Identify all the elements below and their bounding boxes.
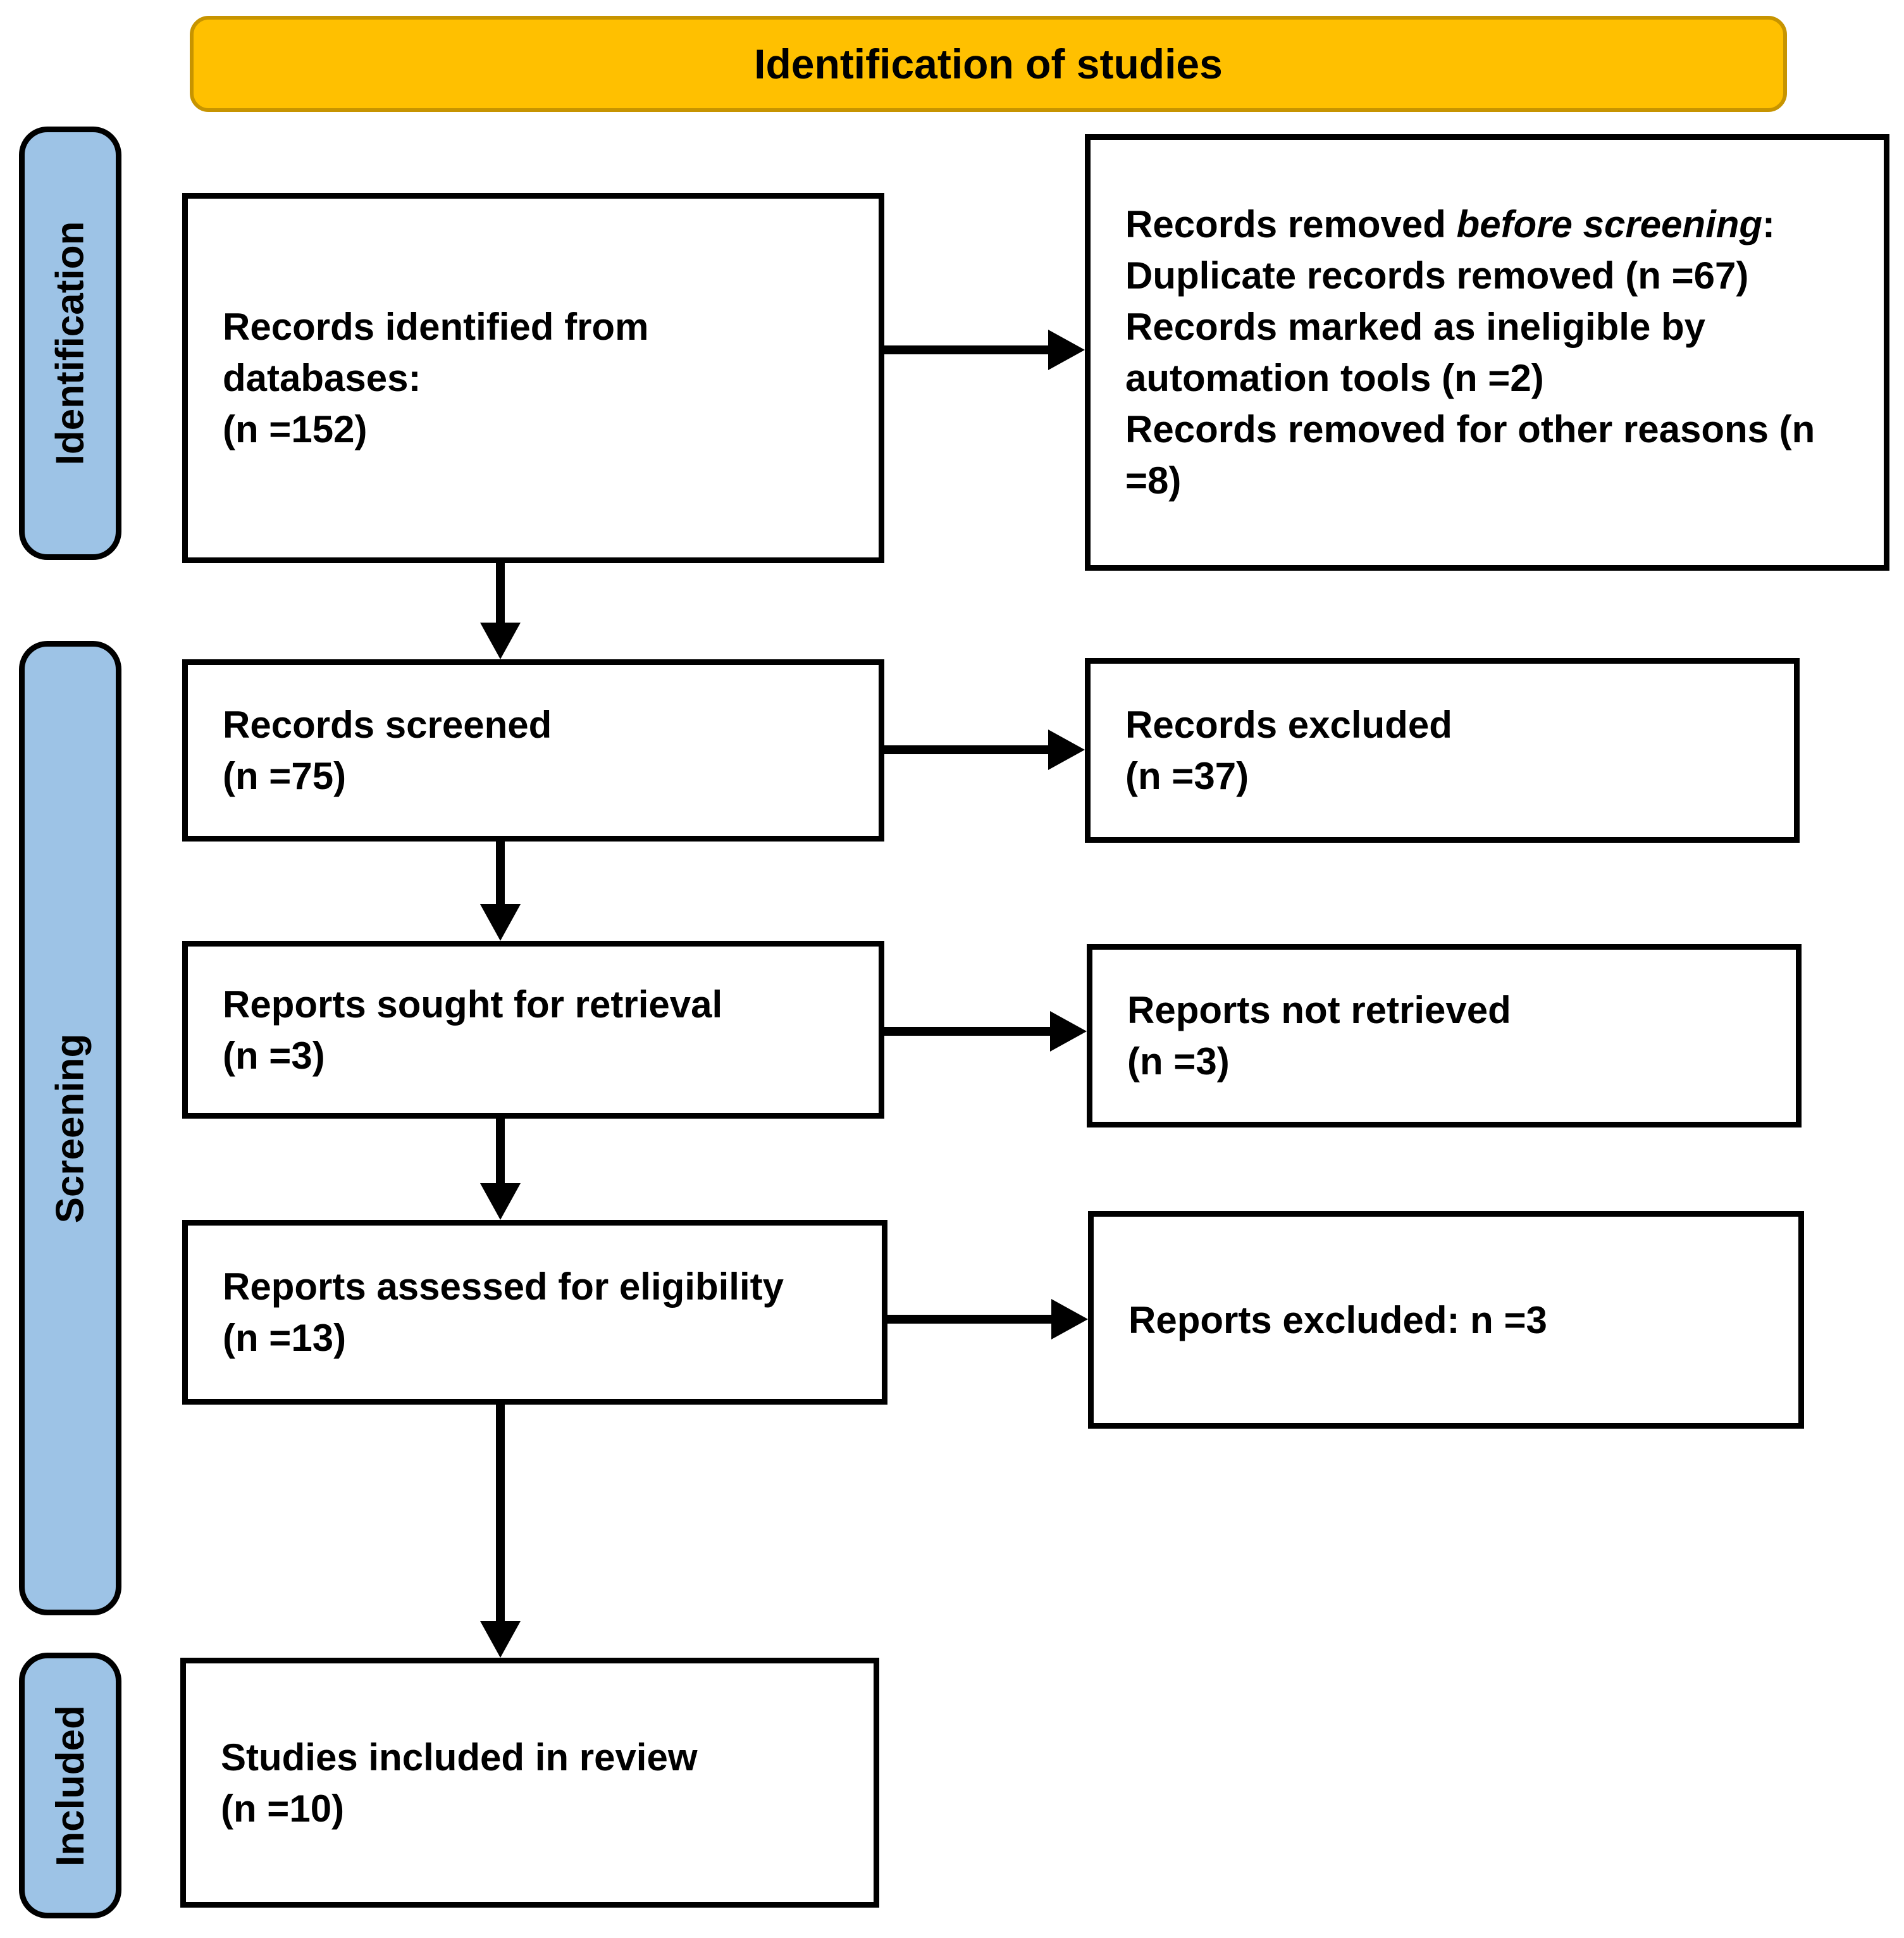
box-records-removed: Records removed before screening: Duplic… (1085, 134, 1889, 571)
box-records-screened: Records screened (n =75) (182, 659, 884, 842)
box-records-removed-line2: Duplicate records removed (n =67) (1125, 254, 1749, 297)
box-records-excluded-count: (n =37) (1125, 755, 1249, 797)
stage-label-identification-text: Identification (48, 221, 92, 466)
box-reports-not-retrieved-label: Reports not retrieved (1127, 989, 1511, 1031)
box-records-identified-label: Records identified from databases: (223, 306, 649, 399)
box-reports-excluded-label: Reports excluded: n =3 (1128, 1298, 1547, 1341)
arrow-head-icon (480, 904, 521, 941)
box-studies-included: Studies included in review (n =10) (180, 1658, 879, 1908)
arrow-head-icon (1050, 1011, 1087, 1052)
stage-label-included-text: Included (48, 1705, 92, 1867)
box-records-identified: Records identified from databases: (n =1… (182, 193, 884, 563)
stage-label-screening: Screening (19, 641, 121, 1615)
box-reports-sought-count: (n =3) (223, 1034, 325, 1077)
box-reports-sought-label: Reports sought for retrieval (223, 983, 723, 1026)
box-records-excluded-label: Records excluded (1125, 704, 1452, 746)
arrow-shaft (887, 1315, 1053, 1324)
box-records-excluded: Records excluded (n =37) (1085, 658, 1800, 843)
box-records-removed-line4: Records removed for other reasons (n =8) (1125, 408, 1815, 502)
title-banner-label: Identification of studies (754, 40, 1223, 87)
box-studies-included-count: (n =10) (221, 1787, 345, 1830)
arrow-head-icon (1051, 1299, 1088, 1339)
arrow-shaft (496, 1119, 505, 1187)
box-reports-sought: Reports sought for retrieval (n =3) (182, 941, 884, 1119)
box-reports-excluded: Reports excluded: n =3 (1088, 1211, 1804, 1429)
arrow-head-icon (480, 1621, 521, 1658)
title-banner: Identification of studies (190, 16, 1787, 112)
stage-label-screening-text: Screening (48, 1033, 92, 1223)
box-records-removed-line1: Records removed before screening: (1125, 199, 1852, 250)
arrow-shaft (496, 1405, 505, 1625)
box-studies-included-label: Studies included in review (221, 1736, 698, 1779)
arrow-shaft (496, 563, 505, 626)
arrow-head-icon (1048, 330, 1085, 370)
stage-label-included: Included (19, 1653, 121, 1918)
stage-label-identification: Identification (19, 127, 121, 560)
arrow-shaft (884, 345, 1050, 354)
box-reports-assessed: Reports assessed for eligibility (n =13) (182, 1220, 887, 1405)
box-reports-assessed-count: (n =13) (223, 1317, 347, 1359)
arrow-head-icon (1048, 730, 1085, 770)
box-records-screened-count: (n =75) (223, 755, 347, 797)
arrow-shaft (884, 1027, 1052, 1036)
box-records-screened-label: Records screened (223, 704, 552, 746)
records-removed-line1-suffix: : (1762, 203, 1776, 245)
arrow-head-icon (480, 623, 521, 659)
records-removed-line1-prefix: Records removed (1125, 203, 1457, 245)
box-reports-assessed-label: Reports assessed for eligibility (223, 1265, 784, 1308)
arrow-shaft (496, 842, 505, 908)
box-reports-not-retrieved: Reports not retrieved (n =3) (1087, 944, 1802, 1127)
box-reports-not-retrieved-count: (n =3) (1127, 1040, 1230, 1083)
box-records-removed-line3: Records marked as ineligible by automati… (1125, 306, 1706, 399)
arrow-head-icon (480, 1183, 521, 1220)
arrow-shaft (884, 745, 1050, 754)
box-records-identified-count: (n =152) (223, 408, 368, 450)
records-removed-line1-italic: before screening (1456, 203, 1763, 245)
